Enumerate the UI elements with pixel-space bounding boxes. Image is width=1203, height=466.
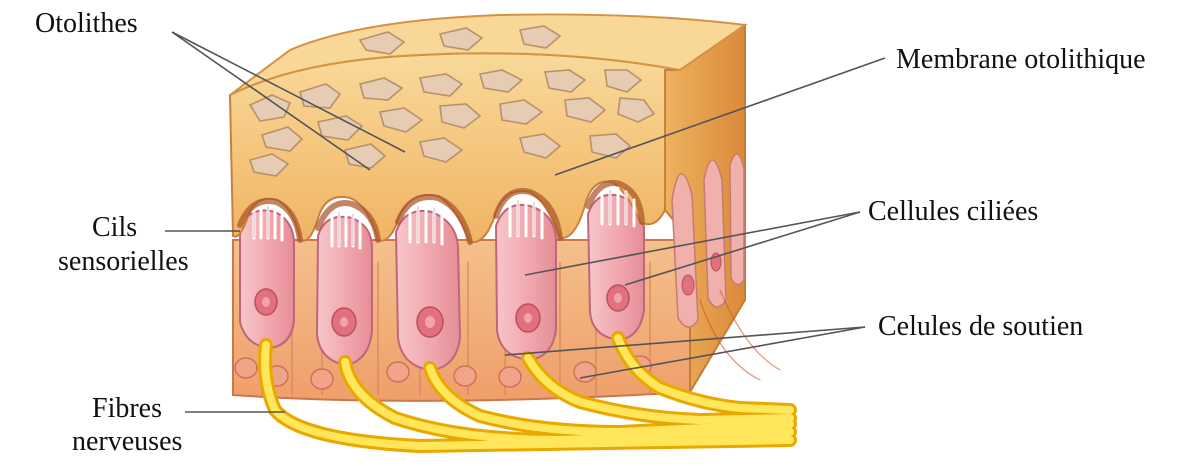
label-membrane-otolithique: Membrane otolithique [896,44,1146,76]
label-cellules-ciliees: Cellules ciliées [868,196,1038,228]
label-fibres-line2: nerveuses [72,426,182,458]
label-cils-line1: Cils [92,212,137,244]
label-otolithes: Otolithes [35,8,138,40]
label-fibres-line1: Fibres [92,393,162,425]
label-celules-de-soutien: Celules de soutien [878,311,1083,343]
label-cils-line2: sensorielles [58,246,189,278]
